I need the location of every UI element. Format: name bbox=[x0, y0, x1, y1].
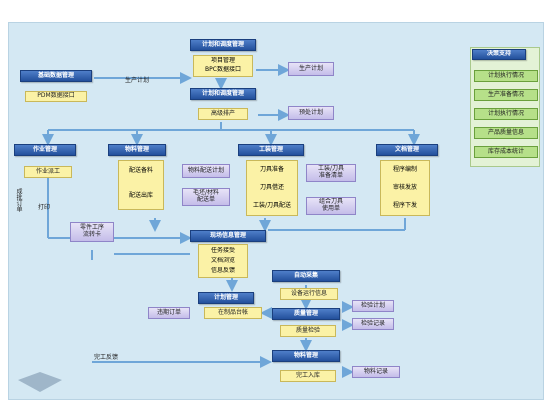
tool-item-2[interactable]: 刀具借还 bbox=[259, 183, 284, 191]
finish-feedback-label: 完工反馈 bbox=[94, 354, 119, 361]
tooling-mgmt-title[interactable]: 工装管理 bbox=[238, 144, 304, 156]
base-data-mgmt-box[interactable]: 基础数据管理 bbox=[20, 70, 92, 82]
job-dispatch-box[interactable]: 作业派工 bbox=[24, 166, 72, 178]
plan-mgmt-title[interactable]: 计划管理 bbox=[198, 292, 254, 304]
auto-collect-title[interactable]: 自动采集 bbox=[272, 270, 340, 282]
document-mgmt-title[interactable]: 文档管理 bbox=[376, 144, 438, 156]
decision-item-1[interactable]: 计划执行情况 bbox=[474, 70, 538, 82]
tool-item-3[interactable]: 工装/刀具配送 bbox=[252, 201, 292, 209]
site-item-3[interactable]: 信息反馈 bbox=[210, 267, 235, 275]
site-item-1[interactable]: 任务接受 bbox=[210, 247, 235, 255]
advanced-scheduling-box[interactable]: 高级排产 bbox=[198, 108, 248, 120]
doc-item-1[interactable]: 程序编制 bbox=[392, 165, 417, 173]
print-label: 打印 bbox=[38, 204, 51, 211]
decision-item-5[interactable]: 库存成本统计 bbox=[474, 146, 538, 158]
decision-item-3[interactable]: 计划执行情况 bbox=[474, 108, 538, 120]
document-panel bbox=[380, 160, 430, 216]
pdm-interface-box[interactable]: PDM数据接口 bbox=[25, 91, 87, 102]
doc-item-3[interactable]: 程序下发 bbox=[392, 201, 417, 209]
material-item-out[interactable]: 配送出库 bbox=[128, 191, 153, 199]
device-status-box[interactable]: 设备运行信息 bbox=[280, 288, 338, 300]
material-item-prep[interactable]: 配送备料 bbox=[128, 166, 153, 174]
site-info-mgmt-title[interactable]: 现场信息管理 bbox=[190, 230, 266, 242]
plan-top-panel bbox=[193, 55, 253, 77]
inspection-record-box[interactable]: 检验记录 bbox=[352, 318, 394, 330]
plan-item-project[interactable]: 项目管理 bbox=[210, 57, 235, 64]
wip-ledger-box[interactable]: 在制品台帐 bbox=[204, 307, 262, 319]
site-info-panel bbox=[198, 244, 248, 278]
prod-plan-label: 生产计划 bbox=[125, 77, 150, 84]
decision-support-title[interactable]: 决策支持 bbox=[472, 49, 526, 60]
material-mgmt-bottom-title[interactable]: 物料管理 bbox=[272, 350, 340, 362]
site-item-2[interactable]: 文档浏览 bbox=[210, 257, 235, 265]
prod-plan-box[interactable]: 生产计划 bbox=[288, 62, 334, 76]
tooling-panel bbox=[246, 160, 298, 216]
tool-prep-list[interactable]: 工装/刀具 准备清单 bbox=[306, 164, 356, 182]
plan-schedule-top-title[interactable]: 计划和调度管理 bbox=[190, 39, 256, 51]
combined-tool-usage-list[interactable]: 组合刀具 使用单 bbox=[306, 197, 356, 215]
plan-item-bpc-interface[interactable]: BPC数据接口 bbox=[205, 66, 241, 73]
inspect-plan-box[interactable]: 检验计划 bbox=[352, 300, 394, 312]
doc-item-2[interactable]: 审核发放 bbox=[392, 183, 417, 191]
overdue-orders-box[interactable]: 违期订单 bbox=[148, 307, 190, 319]
decision-item-2[interactable]: 生产准备情况 bbox=[474, 89, 538, 101]
blank-material-delivery-order[interactable]: 毛坯/材料 配送单 bbox=[182, 188, 230, 206]
quality-mgmt-title[interactable]: 质量管理 bbox=[272, 308, 340, 320]
material-mgmt-title[interactable]: 物料管理 bbox=[108, 144, 166, 156]
material-delivery-plan[interactable]: 物料配送计划 bbox=[182, 164, 230, 178]
tool-item-1[interactable]: 刀具准备 bbox=[259, 165, 284, 173]
quality-inspection-box[interactable]: 质量检验 bbox=[280, 325, 336, 337]
pre-plan-box[interactable]: 预处计划 bbox=[288, 106, 334, 120]
device-graphic bbox=[18, 372, 62, 392]
finish-storage-box[interactable]: 完工入库 bbox=[280, 370, 336, 382]
part-process-workcard[interactable]: 零件工序 流转卡 bbox=[70, 222, 114, 242]
decision-item-4[interactable]: 产品质量信息 bbox=[474, 127, 538, 139]
material-panel bbox=[118, 160, 164, 210]
material-record-box[interactable]: 物料记录 bbox=[352, 366, 400, 378]
job-mgmt-title[interactable]: 作业管理 bbox=[14, 144, 76, 156]
batch-order-vertical-label: 成批订单 bbox=[15, 188, 22, 212]
plan-schedule-mid-title[interactable]: 计划和调度管理 bbox=[190, 88, 256, 100]
